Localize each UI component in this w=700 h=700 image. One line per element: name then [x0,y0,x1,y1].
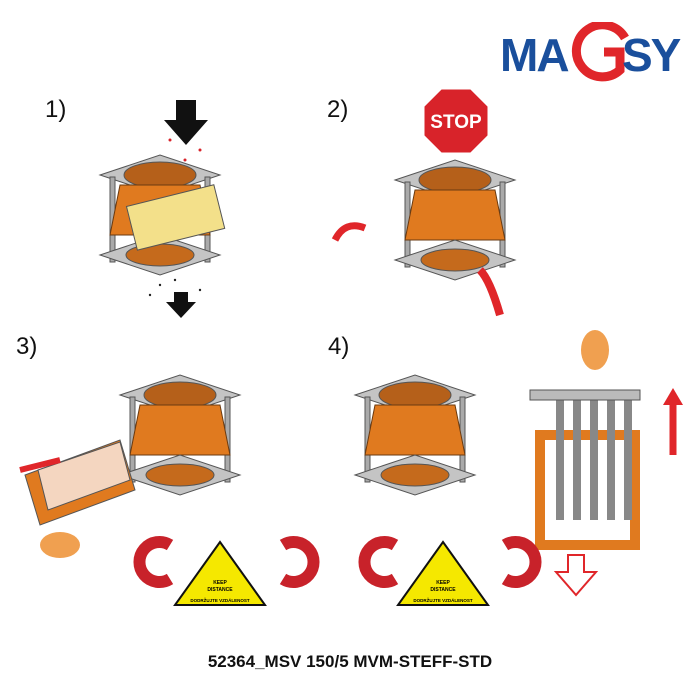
inflow-arrow-icon [164,100,208,145]
magnet-frame [535,430,640,550]
magnet-icon [283,542,314,582]
warning-text: DISTANCE [430,587,456,593]
logo-text-ma: MA [500,29,570,81]
stop-sign-icon [421,86,491,156]
hand-icon [40,532,80,558]
step-2-label: 2) [327,96,349,123]
step-2-figure: STOP [331,86,516,317]
magnet-icon [364,542,395,582]
logo-text-sy: SY [622,29,681,81]
outflow-arrow-icon [166,292,196,318]
warning-text: DODRŽUJTE VZDÁLENOST [190,596,250,603]
stop-sign-text: STOP [430,112,482,133]
warning-triangle-icon [173,540,267,606]
warning-text: DODRŽUJTE VZDÁLENOST [413,596,473,603]
push-arrow-icon [476,267,504,317]
pull-arrow-icon [19,457,61,473]
logo-g-mark [571,22,629,82]
hand-icon [581,330,609,370]
magnet-grid [125,184,226,251]
magsy-logo: MA SY [498,22,688,84]
step-3-label: 3) [16,333,38,360]
rotate-arrow-icon [331,222,367,242]
step-1-label: 1) [45,96,67,123]
step-4-label: 4) [328,333,350,360]
warning-text: DISTANCE [207,587,233,593]
warning-text: KEEP [213,580,227,586]
step-3-figure [19,374,241,558]
warning-group-1: KEEP DISTANCE DODRŽUJTE VZDÁLENOST [139,540,314,606]
warning-text: KEEP [436,580,450,586]
step-1-figure [99,100,226,318]
step-4-figure [354,330,683,597]
warning-triangle-icon [396,540,490,606]
magnet-icon [505,542,536,582]
product-caption: 52364_MSV 150/5 MVM-STEFF-STD [207,652,493,671]
drop-arrow-icon [553,554,599,597]
magnet-icon [139,542,170,582]
warning-group-2: KEEP DISTANCE DODRŽUJTE VZDÁLENOST [364,540,536,606]
